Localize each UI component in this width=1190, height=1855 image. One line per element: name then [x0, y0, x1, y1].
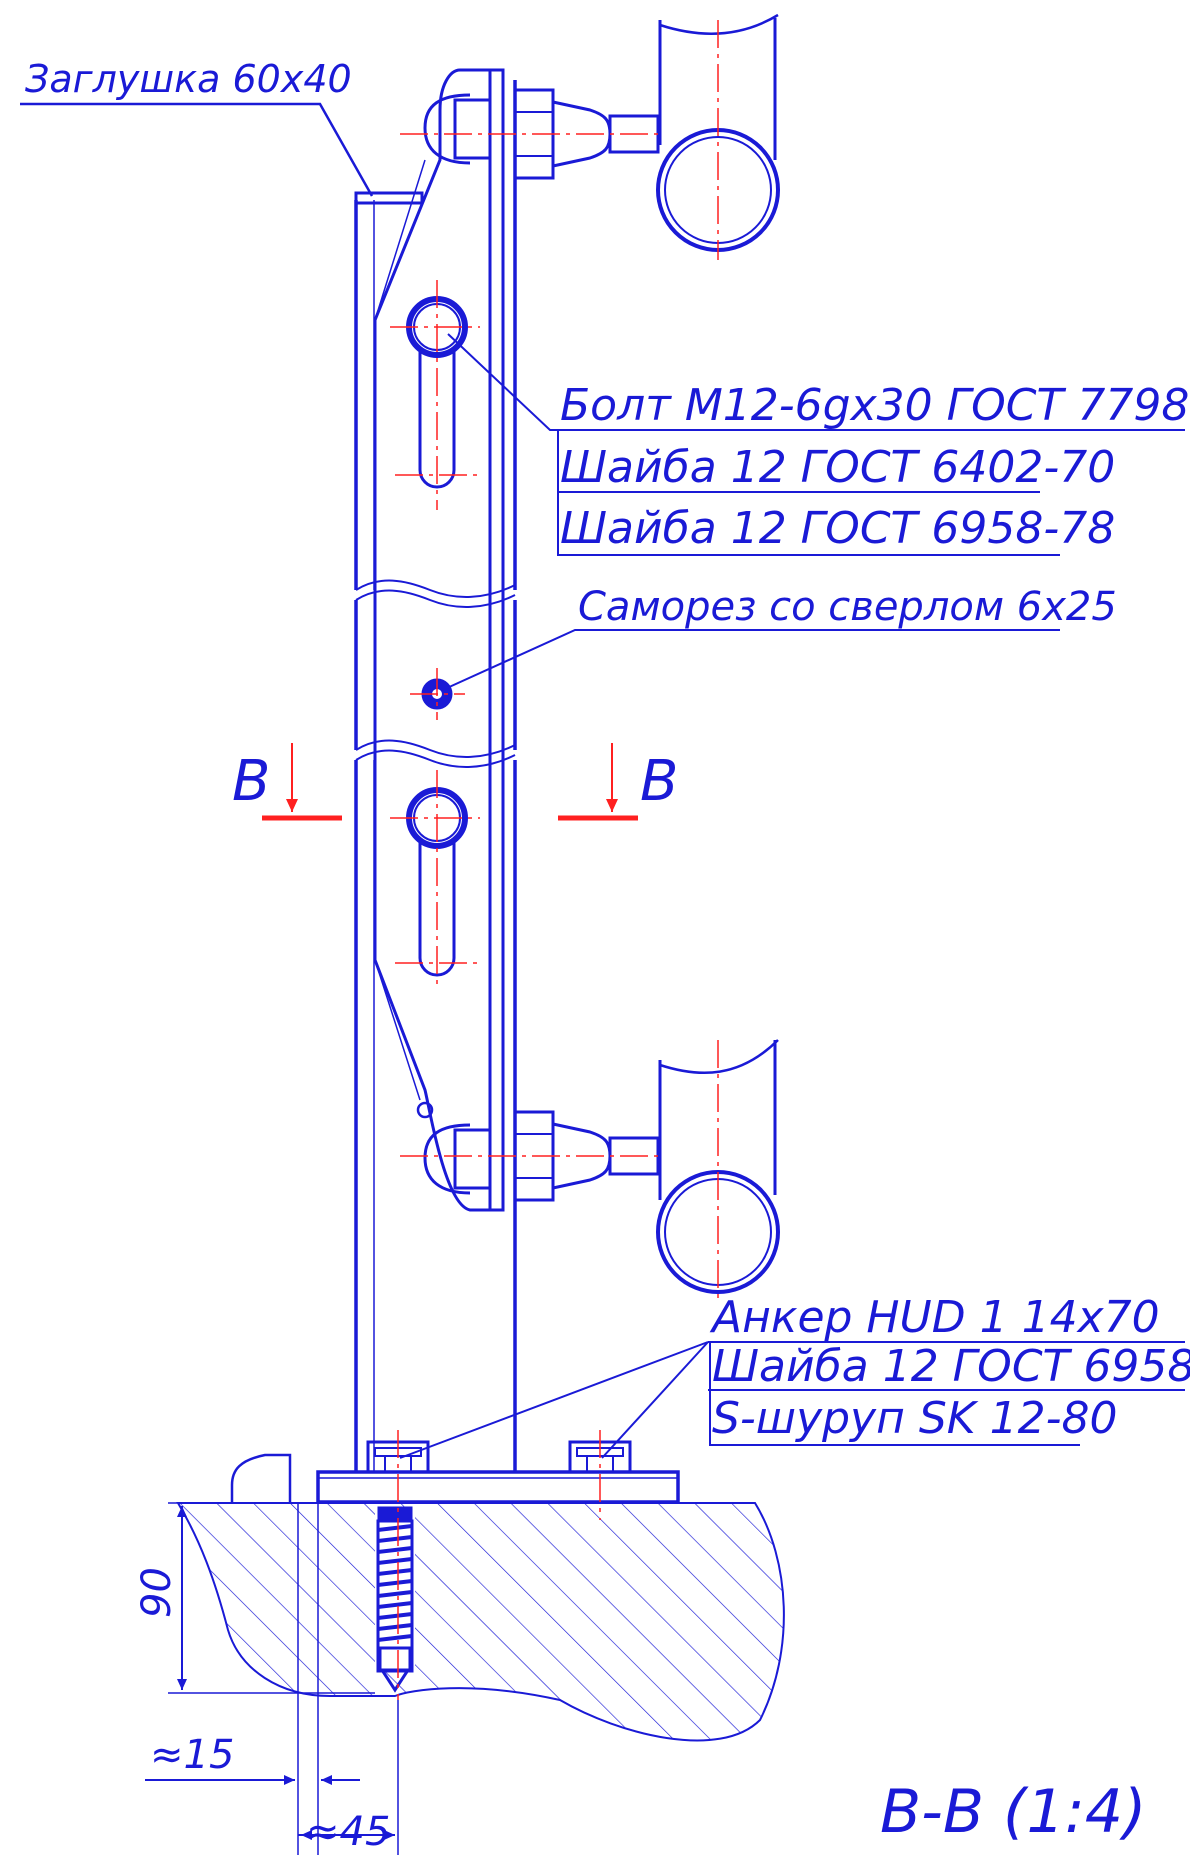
label-bolt: Болт М12-6gх30 ГОСТ 7798-70 — [560, 380, 1190, 431]
lower-fastener — [416, 1101, 660, 1202]
label-washer-6958: Шайба 12 ГОСТ 6958-78 — [560, 503, 1115, 554]
leader-lines — [20, 102, 1185, 1459]
label-screw: Саморез со сверлом 6х25 — [578, 584, 1117, 630]
section-letter-left: В — [232, 749, 270, 814]
center-lines — [390, 20, 719, 1700]
dimension-depth: 90 — [134, 1567, 180, 1618]
dimension-offset: ≈45 — [306, 1809, 390, 1855]
bracket-plate — [373, 68, 505, 1212]
post-profile — [354, 80, 517, 1472]
label-washer-6402: Шайба 12 ГОСТ 6402-70 — [560, 442, 1115, 493]
section-title: В-В (1:4) — [880, 1777, 1146, 1847]
base-plate — [316, 1470, 680, 1504]
dimension-lines — [145, 1502, 399, 1855]
label-cap: Заглушка 60х40 — [25, 57, 352, 101]
section-marker — [262, 743, 638, 821]
section-letter-right: В — [640, 749, 678, 814]
concrete-base — [176, 1453, 785, 1742]
label-anchor: Анкер HUD 1 14х70 — [709, 1292, 1160, 1343]
label-s-screw: S-шуруп SK 12-80 — [712, 1393, 1117, 1444]
anchor-bolt — [376, 1506, 414, 1693]
label-anchor-washer: Шайба 12 ГОСТ 6958-78 — [712, 1341, 1190, 1392]
dimension-edge: ≈15 — [150, 1732, 234, 1778]
post-cap — [354, 191, 424, 205]
